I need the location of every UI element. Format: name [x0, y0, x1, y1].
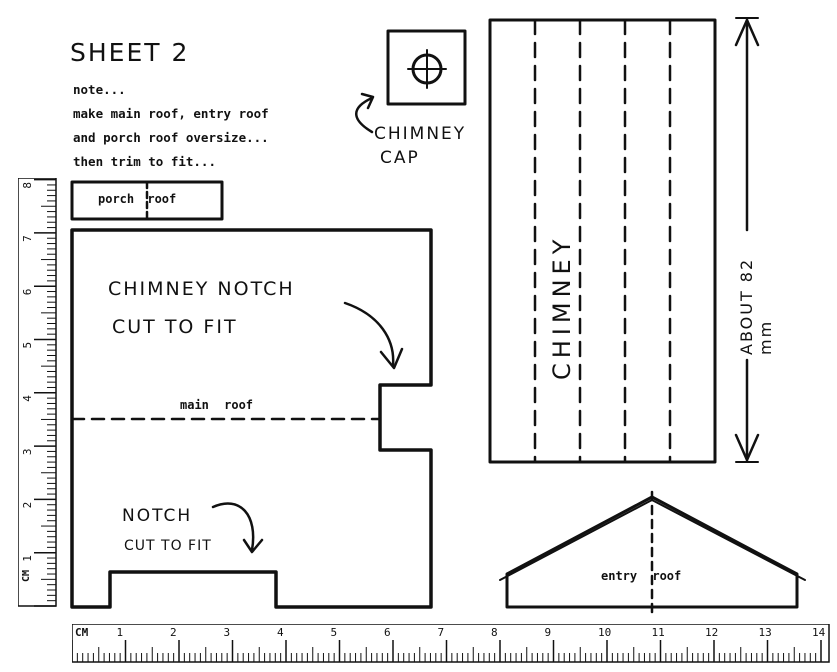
ruler-number: 3	[224, 626, 231, 639]
height-dimension-label: ABOUT 82 mm	[737, 257, 775, 355]
chimney-cap-outline	[386, 29, 467, 106]
ruler-number: 4	[21, 395, 34, 402]
ruler-number: 13	[759, 626, 772, 639]
ruler-number: 8	[21, 182, 34, 189]
ruler-number: 14	[812, 626, 826, 639]
ruler-number: 11	[652, 626, 665, 639]
entry-roof-outline	[505, 495, 799, 609]
ruler-number: 8	[491, 626, 498, 639]
left-ruler: 1 2 3 4 5 6 7 8	[18, 178, 57, 607]
ruler-number: 7	[438, 626, 445, 639]
chimney-cap-label-2: CAP	[380, 148, 420, 168]
ruler-number: 12	[705, 626, 718, 639]
note-line-2: make main roof, entry roof	[73, 106, 269, 121]
ruler-number: 1	[21, 555, 34, 562]
ruler-number: 5	[331, 626, 338, 639]
chimney-label: CHIMNEY	[548, 234, 576, 380]
note-line-4: then trim to fit...	[73, 154, 216, 169]
ruler-number: 4	[277, 626, 284, 639]
ruler-number: 9	[545, 626, 552, 639]
bottom-ruler-unit: CM	[75, 626, 89, 639]
main-roof-label: main roof	[180, 398, 254, 412]
ruler-number: 1	[117, 626, 124, 639]
entry-roof-label: entry roof	[601, 569, 682, 583]
ruler-number: 5	[21, 342, 34, 349]
note-line-3: and porch roof oversize...	[73, 130, 269, 145]
chimney-cap-label-1: CHIMNEY	[374, 124, 467, 144]
main-roof-outline	[70, 228, 433, 609]
chimney-cap-arrow	[355, 96, 374, 134]
porch-roof-label: porch roof	[98, 192, 177, 206]
chimney-notch-arrow	[343, 301, 395, 367]
ruler-number: 6	[21, 289, 34, 296]
ruler-number: 3	[21, 448, 34, 455]
ruler-number: 2	[21, 502, 34, 509]
note-line-1: note...	[73, 82, 126, 97]
left-ruler-unit: CM	[21, 569, 32, 582]
ruler-number: 10	[598, 626, 611, 639]
notch-label-2: CUT TO FIT	[124, 538, 212, 554]
notch-arrow	[211, 502, 255, 552]
ruler-number: 6	[384, 626, 391, 639]
chimney-outline	[488, 18, 717, 464]
ruler-number: 7	[21, 235, 34, 242]
chimney-notch-label-2: CUT TO FIT	[112, 316, 238, 338]
ruler-number: 2	[170, 626, 177, 639]
sheet-title: SHEET 2	[70, 38, 190, 67]
notch-label-1: NOTCH	[122, 506, 193, 526]
chimney-notch-label-1: CHIMNEY NOTCH	[108, 278, 295, 300]
